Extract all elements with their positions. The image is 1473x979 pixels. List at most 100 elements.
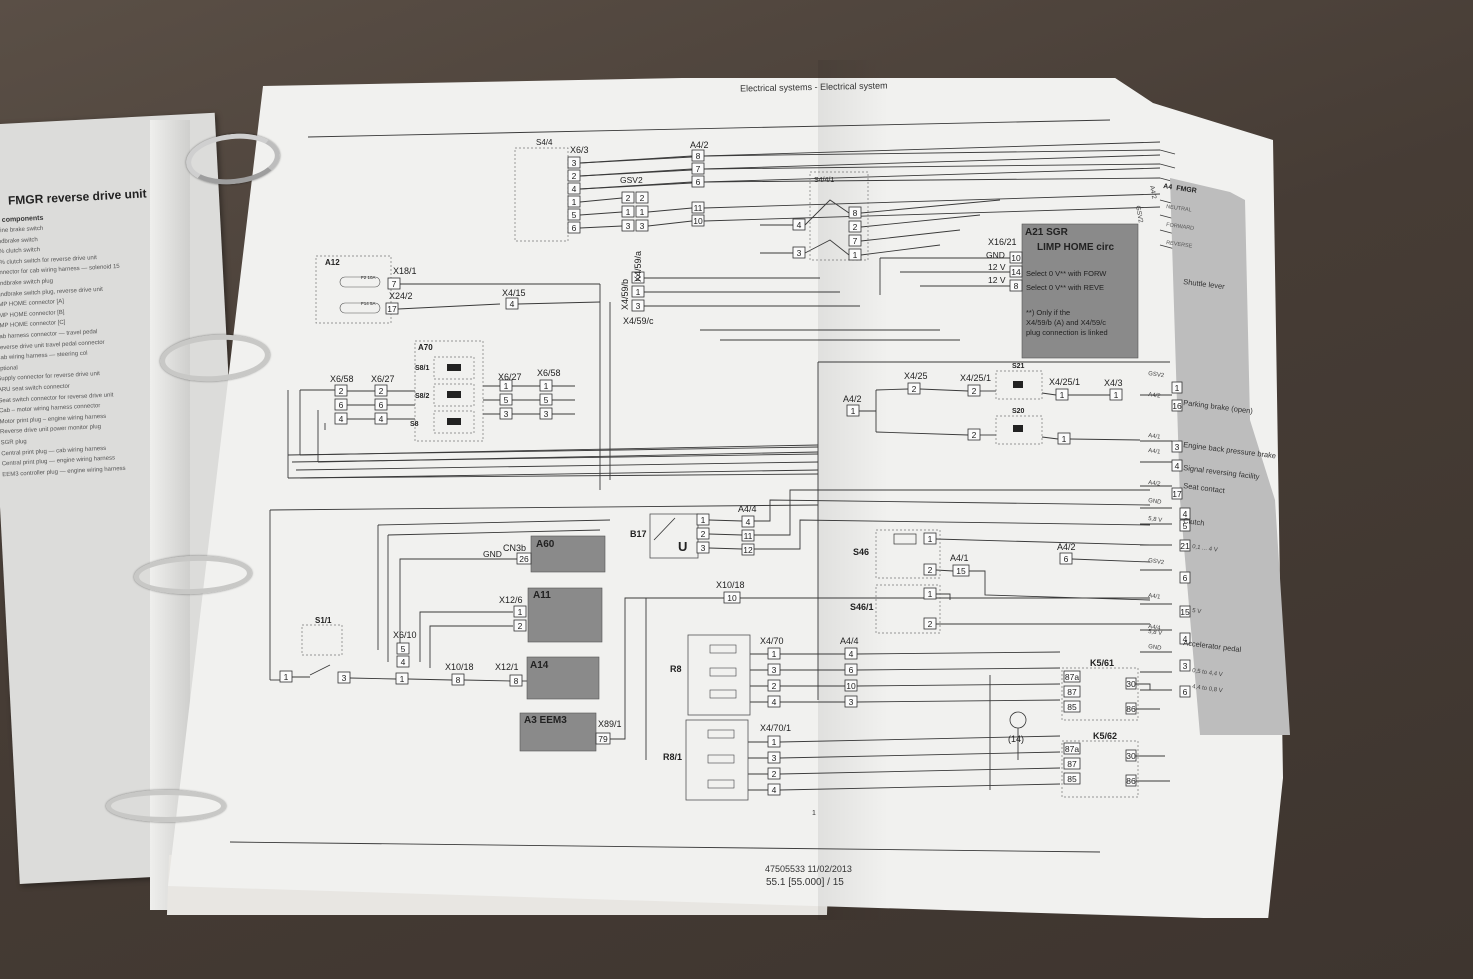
connector-pin bbox=[848, 248, 862, 261]
diagram-label: 2 bbox=[339, 386, 344, 396]
switch-box bbox=[433, 356, 475, 380]
diagram-label: X4/70 bbox=[760, 636, 784, 646]
wire bbox=[517, 301, 601, 305]
connector-pin bbox=[567, 169, 581, 182]
connector-pin bbox=[1171, 459, 1183, 472]
diagram-label: X18/1 bbox=[393, 266, 417, 276]
connector-pin bbox=[1179, 507, 1191, 520]
diagram-label: 3 bbox=[849, 697, 854, 707]
wire bbox=[856, 667, 1061, 671]
connector-pin bbox=[279, 670, 293, 683]
diagram-label: X6/58 bbox=[330, 374, 354, 384]
wire bbox=[779, 751, 1061, 759]
connector-pin bbox=[1179, 632, 1191, 645]
wire bbox=[703, 206, 1161, 222]
connector-pin bbox=[509, 674, 523, 687]
diagram-label: A4/2 bbox=[843, 394, 862, 404]
diagram-label: 2 bbox=[640, 193, 645, 203]
diagram-label: 2 bbox=[972, 430, 977, 440]
diagram-label: 3 bbox=[797, 248, 802, 258]
connector-pin bbox=[1063, 685, 1081, 698]
connector-pin bbox=[1009, 265, 1023, 278]
connector-pin bbox=[567, 208, 581, 221]
connector-pin bbox=[1063, 757, 1081, 770]
diagram-label: 1 bbox=[851, 406, 856, 416]
diagram-label: 7 bbox=[392, 279, 397, 289]
diagram-label: A4 bbox=[1163, 183, 1173, 191]
a12-box bbox=[315, 255, 392, 324]
wire bbox=[856, 683, 1061, 687]
connector-pin bbox=[691, 149, 705, 162]
wire bbox=[387, 529, 601, 536]
diagram-label: X4/25 bbox=[904, 371, 928, 381]
wire bbox=[407, 678, 453, 681]
diagram-label: 0,1 ... 4 V bbox=[1192, 544, 1218, 554]
connector-pin bbox=[567, 221, 581, 234]
diagram-label: F14 5A bbox=[361, 301, 376, 306]
diagram-label: A11 bbox=[533, 590, 551, 601]
diagram-label: 3 bbox=[1175, 442, 1180, 452]
connector-pin bbox=[741, 529, 755, 542]
diagram-label: X4/59/b bbox=[620, 279, 630, 310]
connector-pin bbox=[691, 214, 705, 227]
connector-pin bbox=[767, 679, 781, 692]
diagram-label: A4/1 bbox=[1148, 593, 1162, 601]
diagram-label: 4 bbox=[510, 299, 515, 309]
diagram-label: 1 bbox=[400, 674, 405, 684]
diagram-label: 6 bbox=[1183, 573, 1188, 583]
diagram-label: 1 bbox=[284, 672, 289, 682]
diagram-label: X4/15 bbox=[502, 288, 526, 298]
s11-switch-box bbox=[301, 624, 343, 656]
diagram-label: 2 bbox=[928, 619, 933, 629]
diagram-label: CN3b bbox=[503, 543, 526, 553]
wire bbox=[875, 388, 909, 391]
diagram-label: 5,8 V bbox=[1148, 516, 1163, 524]
diagram-label: X10/18 bbox=[716, 580, 745, 590]
a60-module bbox=[530, 535, 606, 573]
connector-pin bbox=[396, 642, 410, 655]
connector-pin bbox=[844, 695, 858, 708]
connector-pin bbox=[952, 564, 970, 577]
resistor bbox=[709, 667, 737, 677]
wire bbox=[703, 149, 1161, 157]
diagram-label: X6/27 bbox=[498, 372, 522, 382]
diagram-label: B17 bbox=[630, 529, 647, 539]
diagram-label: A4/4 bbox=[1148, 624, 1162, 632]
diagram-label: 2 bbox=[636, 273, 641, 283]
wire bbox=[935, 569, 954, 572]
wire bbox=[856, 699, 1061, 703]
diagram-label: X24/2 bbox=[389, 291, 413, 301]
diagram-label: 7 bbox=[696, 164, 701, 174]
a14-module bbox=[526, 656, 600, 700]
wire bbox=[936, 593, 951, 600]
diagram-label: A70 bbox=[418, 343, 433, 352]
diagram-label: 17 bbox=[387, 304, 397, 314]
wire bbox=[703, 167, 1161, 183]
connector-pin bbox=[741, 515, 755, 528]
connector-pin bbox=[1009, 279, 1023, 292]
wire bbox=[779, 767, 1061, 775]
wire bbox=[754, 499, 1151, 522]
connector-pin bbox=[923, 617, 937, 630]
wire bbox=[317, 451, 819, 463]
resistor bbox=[709, 689, 737, 699]
diagram-label: A21 SGR bbox=[1025, 227, 1069, 238]
connector-pin bbox=[767, 695, 781, 708]
connector-pin bbox=[848, 234, 862, 247]
diagram-label: 6 bbox=[696, 177, 701, 187]
connector-pin bbox=[696, 513, 710, 526]
diagram-label: 1 bbox=[1114, 390, 1119, 400]
connector-pin bbox=[1125, 677, 1137, 690]
s461-switch-box bbox=[875, 584, 941, 634]
diagram-label: 4 bbox=[1183, 634, 1188, 644]
wire bbox=[429, 625, 513, 668]
connector-pin bbox=[387, 277, 401, 290]
diagram-label: 3 bbox=[772, 753, 777, 763]
connector-pin bbox=[395, 672, 409, 685]
connector-pin bbox=[499, 393, 513, 406]
connector-pin bbox=[844, 679, 858, 692]
diagram-label: 12 V bbox=[988, 262, 1006, 272]
connector-pin bbox=[595, 732, 611, 745]
diagram-label: S4/4 bbox=[536, 138, 553, 147]
connector-pin bbox=[334, 398, 348, 411]
